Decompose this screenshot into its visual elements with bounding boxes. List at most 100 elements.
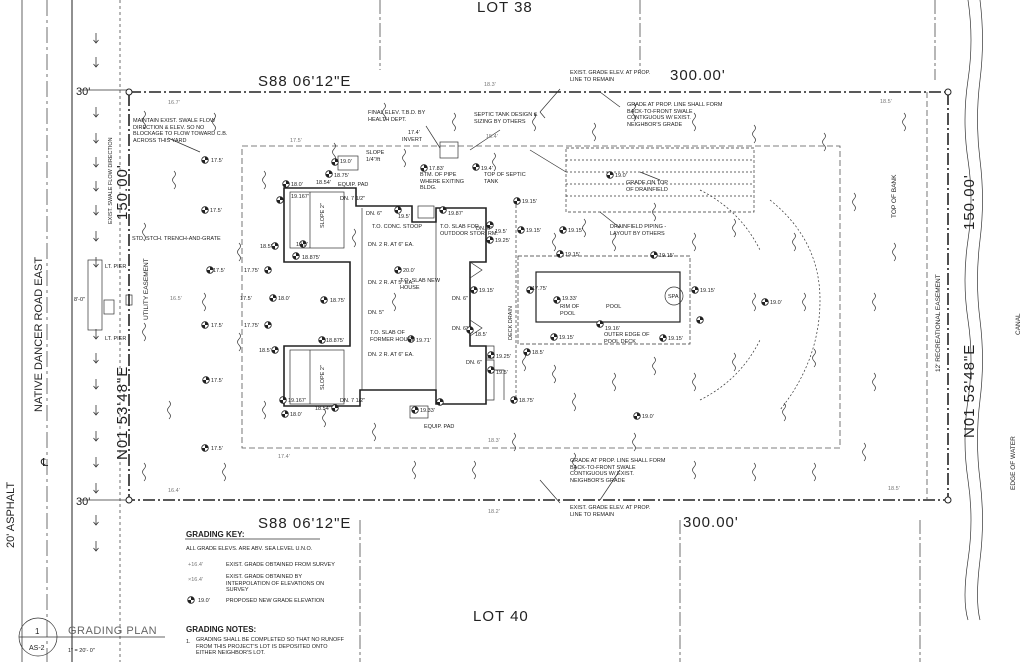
svg-text:18.5': 18.5' [880,99,892,105]
contour-arcs [699,189,821,411]
septic-design-note: SEPTIC TANK DESIGN & SIZING BY OTHERS [474,112,538,125]
svg-text:DN. 7 1/2": DN. 7 1/2" [340,398,365,404]
road-offset-bottom: 30' [76,496,90,508]
elev: 19.15' [668,336,683,342]
grading-key-title: GRADING KEY: [186,530,245,539]
key-desc-proposed: PROPOSED NEW GRADE ELEVATION [226,598,324,604]
elev: 18.875' [326,338,344,344]
west-distance: 150.00' [114,164,131,220]
grade-drainfield-note: GRADE ON TOP OF DRAINFIELD [626,180,668,193]
svg-text:17.4': 17.4' [278,454,290,460]
elev: 18.5' [475,332,487,338]
elev: 19.33' [562,296,577,302]
elev: 19.5' [496,370,508,376]
lot-38-label: LOT 38 [477,0,533,16]
prop-line-south-note: GRADE AT PROP. LINE SHALL FORM BACK-TO-F… [570,458,666,484]
elevation-labels: 19.0' 18.75' 18.54' 18.0' 19.167' 17.5' … [210,130,782,452]
stoop-label: T.O. CONC. STOOP [372,224,422,230]
elev: 19.15' [659,253,674,259]
pier-bottom-label: LT. PIER [105,336,126,342]
utility-easement-label: UTILITY EASEMENT [143,258,150,320]
top-septic-note: TOP OF SEPTIC TANK [484,172,526,185]
elev: 19.15' [700,288,715,294]
house-footprint [283,141,505,419]
trench-label: STD. STCH. TRENCH-AND-GRATE [132,236,221,242]
title-block [18,538,320,657]
elev: 19.15' [522,199,537,205]
drawing-title: GRADING PLAN [68,625,157,637]
outdoor-slab-label: T.O. SLAB FOR OUTDOOR STOR. RM. [440,224,498,237]
drainfield-note: DRAINFIELD PIPING - LAYOUT BY OTHERS [610,224,667,237]
key-symbol-interp: ×16.4' [188,577,203,583]
elev: 19.167' [288,398,306,404]
pool-label: POOL [606,304,621,310]
elev: 19.167' [291,194,309,200]
elev: 17.5' [213,268,225,274]
svg-text:SLOPE 2": SLOPE 2" [320,365,326,390]
elev: 19.0' [770,300,782,306]
road-offset-top: 30' [76,86,90,98]
lot-40-label: LOT 40 [473,608,529,625]
north-distance: 300.00' [670,67,726,84]
top-of-bank-label: TOP OF BANK [891,174,898,218]
equip-pad-top-label: EQUIP. PAD [338,182,368,188]
edge-of-water-label: EDGE OF WATER [1010,436,1017,490]
svg-text:15.4': 15.4' [486,134,498,140]
elev: 19.15' [526,228,541,234]
elev: 19.15' [568,228,583,234]
elev: 19.4' [481,166,493,172]
grade-points [201,156,769,452]
svg-text:DN. 6": DN. 6" [476,226,492,232]
existing-grade-labels: 16.7' 18.3' 18.5' 17.5' 15.4' 16.5' 17.4… [168,82,900,515]
east-distance: 150.00' [961,174,978,230]
key-symbol-proposed: 19.0' [198,598,210,604]
svg-text:DN. 6": DN. 6" [452,296,468,302]
svg-text:DN. 6": DN. 6" [452,326,468,332]
elev: 18.5' [532,350,544,356]
elev: 18.75' [519,398,534,404]
elev: 19.25' [496,354,511,360]
elev: 18.75' [330,298,345,304]
recreational-easement-label: 12' RECREATIONAL EASEMENT [935,274,942,372]
key-desc-survey: EXIST. GRADE OBTAINED FROM SURVEY [226,562,335,568]
elev: 17.5' [211,446,223,452]
west-bearing: N01 53'48"E [114,366,131,460]
elev: 19.15' [565,252,580,258]
south-bearing: S88 06'12"E [258,515,351,532]
pier-width-label: 8'-0" [74,297,85,303]
exist-grade-north-note: EXIST. GRADE ELEV. AT PROP. LINE TO REMA… [570,70,651,83]
elev: 19.71' [416,338,431,344]
elev: 17.5' [240,296,252,302]
equip-pad-bottom-label: EQUIP. PAD [424,424,454,430]
svg-text:18.3': 18.3' [484,82,496,88]
grading-key-subtitle: ALL GRADE ELEVS. ARE ABV. SEA LEVEL U.N.… [186,546,313,552]
maintain-swale-note: MAINTAIN EXIST. SWALE FLOW DIRECTION & E… [133,118,228,144]
drawing-scale: 1" = 20'- 0" [68,648,95,654]
elev: 17.83' [429,166,444,172]
grade-swirl-marks [142,102,906,482]
key-desc-interp: EXIST. GRADE OBTAINED BY INTERPOLATION O… [226,574,325,593]
south-distance: 300.00' [683,514,739,531]
north-bearing: S88 06'12"E [258,73,351,90]
invert-note: INVERT [402,137,423,143]
elev: 19.5' [398,214,410,220]
svg-text:DN. 2 R. AT 6" EA.: DN. 2 R. AT 6" EA. [368,242,414,248]
elev: 18.75' [334,173,349,179]
elev: 19.0' [615,173,627,179]
drawing-number: 1 [35,627,40,636]
canal-edge [926,0,983,621]
svg-text:17.5': 17.5' [290,138,302,144]
prop-line-north-note: GRADE AT PROP. LINE SHALL FORM BACK-TO-F… [627,102,723,128]
elev: 17.75' [244,323,259,329]
pool [515,200,691,400]
elev: 18.5' [260,244,272,250]
pier-top-label: LT. PIER [105,264,126,270]
rim-of-pool-label: RIM OF POOL [560,304,580,317]
final-elev-note: FINAL ELEV. T.B.D. BY HEALTH DEPT. [368,110,426,123]
exist-grade-south-note: EXIST. GRADE ELEV. AT PROP. LINE TO REMA… [570,505,651,518]
spa-label: SPA [668,294,679,300]
property-boundary [125,0,952,662]
elev: 17.75' [244,268,259,274]
svg-text:DN. 7 1/2": DN. 7 1/2" [340,196,365,202]
elev: 17.5' [210,208,222,214]
